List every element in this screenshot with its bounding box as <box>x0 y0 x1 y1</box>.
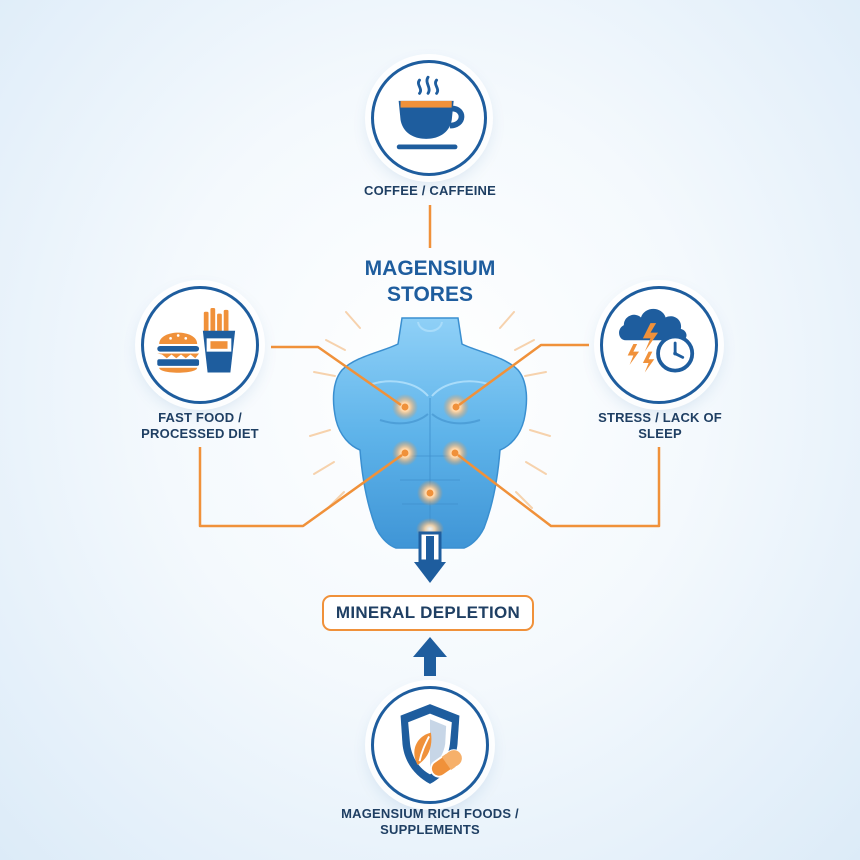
stress-label-line-2: SLEEP <box>638 426 682 442</box>
stress-circle <box>600 286 718 404</box>
up-arrow <box>413 637 447 676</box>
mineral-depletion-label: MINERAL DEPLETION <box>335 603 521 622</box>
title-line-2: STORES <box>387 283 473 307</box>
fast-food-label: FAST FOOD / PROCESSED DIET <box>115 410 285 443</box>
coffee-label: COFFEE / CAFFEINE <box>364 183 496 198</box>
coffee-cup-icon <box>396 75 465 150</box>
torso-figure <box>332 317 528 549</box>
fast-food-label-line-2: PROCESSED DIET <box>141 426 259 442</box>
fast-food-circle <box>141 286 259 404</box>
torso-rays <box>309 311 551 509</box>
remedy-circle <box>371 686 489 804</box>
magnesium-stores-title: MAGENSIUM STORES <box>290 256 570 309</box>
remedy-label: MAGENSIUM RICH FOODS / SUPPLEMENTS <box>300 806 560 839</box>
stress-label-line-1: STRESS / LACK OF <box>598 410 722 425</box>
coffee-circle <box>371 60 487 176</box>
remedy-label-line-1: MAGENSIUM RICH FOODS / <box>341 806 519 821</box>
down-arrow <box>414 531 446 583</box>
remedy-label-line-2: SUPPLEMENTS <box>380 822 480 838</box>
fast-food-label-line-1: FAST FOOD / <box>158 410 242 425</box>
title-line-1: MAGENSIUM <box>364 257 496 280</box>
connector-lines <box>198 205 661 528</box>
burger-fries-soda-icon <box>157 307 236 373</box>
glow-points <box>392 394 469 540</box>
shield-leaf-pill-icon <box>400 704 463 784</box>
storm-cloud-clock-icon <box>619 308 695 373</box>
stress-label: STRESS / LACK OF SLEEP <box>585 410 735 443</box>
mineral-depletion-box: MINERAL DEPLETION <box>322 595 534 631</box>
